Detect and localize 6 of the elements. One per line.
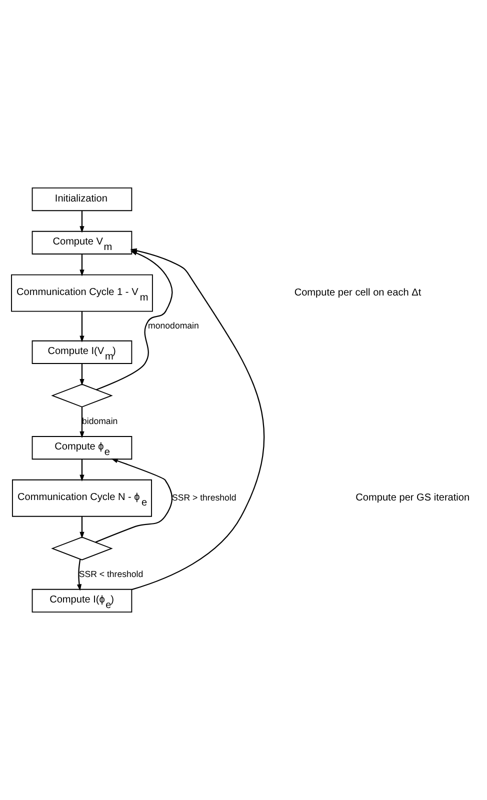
edge-label: bidomain xyxy=(81,416,118,426)
edge-label: SSR > threshold xyxy=(171,492,236,502)
edge-label: SSR < threshold xyxy=(78,568,143,579)
label: Compute per cell on each Δt xyxy=(294,287,421,298)
label: Compute per GS iteration xyxy=(355,492,470,504)
edge-label: monodomain xyxy=(148,320,198,330)
